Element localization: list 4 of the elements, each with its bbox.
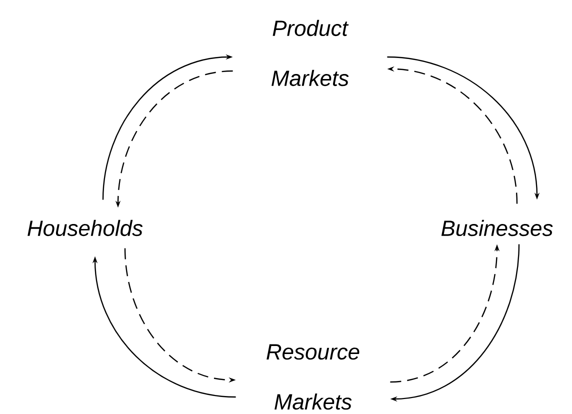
market-label: Resource Markets [266, 344, 360, 410]
market-label: Product Markets [272, 20, 349, 86]
market-label: Businesses [441, 220, 553, 236]
market-label: Households [28, 220, 143, 236]
